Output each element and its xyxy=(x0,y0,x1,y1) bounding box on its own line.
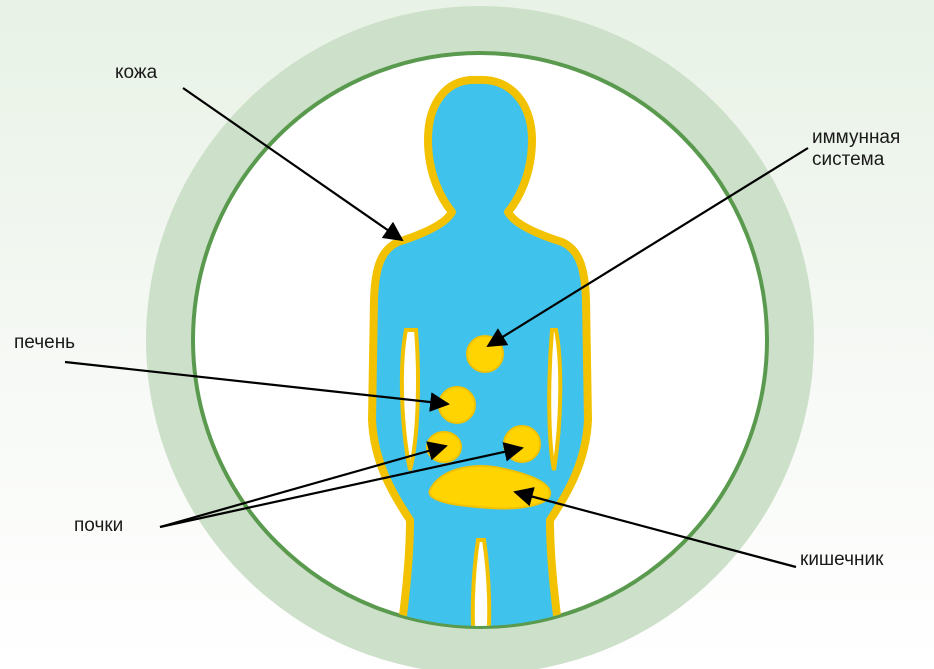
label-immune-line2: система xyxy=(812,149,900,171)
liver-organ xyxy=(439,387,475,423)
label-skin: кожа xyxy=(115,62,157,84)
kidney-right-organ xyxy=(504,426,540,462)
right-arm-gap xyxy=(549,330,560,470)
label-kidneys: почки xyxy=(74,515,123,537)
label-liver: печень xyxy=(14,332,75,354)
immune-system-organ xyxy=(467,336,503,372)
label-immune-system: иммунная система xyxy=(812,127,900,171)
label-intestine: кишечник xyxy=(800,549,883,571)
leg-gap xyxy=(473,540,489,640)
label-immune-line1: иммунная xyxy=(812,127,900,149)
